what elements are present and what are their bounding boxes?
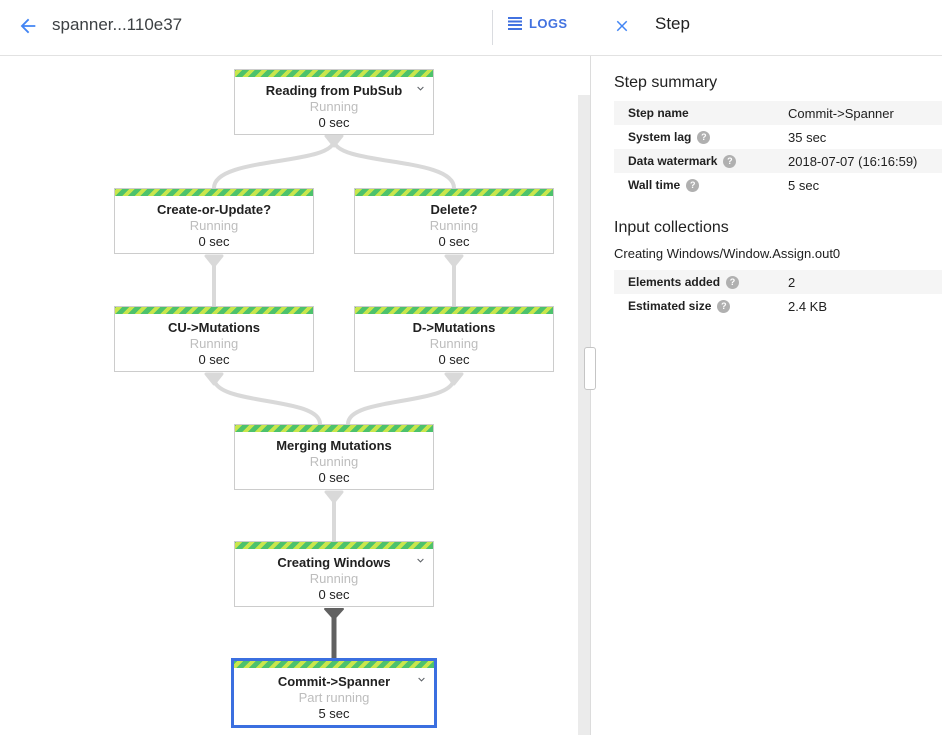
running-stripe-bar [355,189,553,196]
graph-edges [204,134,464,658]
chevron-down-icon[interactable] [414,82,427,100]
help-icon[interactable] [697,130,711,144]
logs-button-label: LOGS [529,16,568,31]
back-button[interactable] [14,14,42,42]
row-label: Estimated size [628,299,788,313]
node-status: Running [429,336,479,351]
running-stripe-bar [235,70,433,77]
table-row: Elements added 2 [614,270,942,294]
table-row: Data watermark 2018-07-07 (16:16:59) [614,149,942,173]
node-status: Part running [298,690,370,705]
panel-resize-handle[interactable] [584,347,596,390]
graph-vertical-scrollbar[interactable] [578,95,590,735]
graph-node-cu-mutations[interactable]: CU->Mutations Running 0 sec [114,306,314,372]
running-stripe-bar [234,661,434,668]
running-stripe-bar [355,307,553,314]
step-summary-heading: Step summary [614,74,718,91]
node-time: 0 sec [198,234,230,249]
table-row: Wall time 5 sec [614,173,942,197]
node-status: Running [309,99,359,114]
table-row: Estimated size 2.4 KB [614,294,942,318]
help-icon[interactable] [723,154,737,168]
node-title: Commit->Spanner [277,674,391,689]
step-panel-title: Step [655,14,690,33]
node-status: Running [189,336,239,351]
top-bar: spanner...110e37 LOGS Step [0,0,942,56]
job-title: spanner...110e37 [52,15,183,34]
help-icon[interactable] [726,275,740,289]
graph-node-merging-mutations[interactable]: Merging Mutations Running 0 sec [234,424,434,490]
running-stripe-bar [115,189,313,196]
row-value: Commit->Spanner [788,105,894,121]
row-value: 5 sec [788,177,820,193]
row-value: 2.4 KB [788,298,828,314]
graph-node-create-or-update[interactable]: Create-or-Update? Running 0 sec [114,188,314,254]
close-step-panel-button[interactable] [609,15,635,41]
graph-node-reading-from-pubsub[interactable]: Reading from PubSub Running 0 sec [234,69,434,135]
node-title: Reading from PubSub [265,83,403,98]
graph-node-d-mutations[interactable]: D->Mutations Running 0 sec [354,306,554,372]
step-summary-table: Step name Commit->Spanner System lag 35 … [614,101,942,197]
node-time: 0 sec [318,587,350,602]
node-time: 0 sec [198,352,230,367]
node-title: Create-or-Update? [156,202,272,217]
node-title: Creating Windows [277,555,391,570]
running-stripe-bar [235,542,433,549]
node-time: 5 sec [318,706,350,721]
node-time: 0 sec [438,234,470,249]
node-status: Running [309,454,359,469]
table-row: System lag 35 sec [614,125,942,149]
row-label: Data watermark [628,154,788,168]
input-collection-name: Creating Windows/Window.Assign.out0 [614,246,841,261]
logs-button[interactable]: LOGS [508,16,567,31]
topbar-divider [492,10,493,45]
step-details-panel: Step summary Step name Commit->Spanner S… [591,56,942,735]
arrow-left-icon [17,15,39,42]
row-label: Step name [628,106,689,120]
row-label: Elements added [628,275,788,289]
node-title: Delete? [430,202,478,217]
chevron-down-icon[interactable] [415,673,428,691]
row-label: System lag [628,130,788,144]
node-title: D->Mutations [412,320,496,335]
node-time: 0 sec [318,115,350,130]
row-value: 2 [788,274,796,290]
graph-node-creating-windows[interactable]: Creating Windows Running 0 sec [234,541,434,607]
node-time: 0 sec [318,470,350,485]
node-status: Running [189,218,239,233]
node-status: Running [429,218,479,233]
row-value: 35 sec [788,129,827,145]
graph-node-delete[interactable]: Delete? Running 0 sec [354,188,554,254]
row-label: Wall time [628,178,788,192]
row-value: 2018-07-07 (16:16:59) [788,153,918,169]
running-stripe-bar [235,425,433,432]
close-icon [613,17,631,40]
input-collections-heading: Input collections [614,219,729,236]
logs-list-icon [508,17,522,30]
job-graph-canvas[interactable]: Reading from PubSub Running 0 sec Create… [0,56,590,735]
input-collections-table: Elements added 2 Estimated size 2.4 KB [614,270,942,318]
chevron-down-icon[interactable] [414,554,427,572]
node-title: CU->Mutations [167,320,261,335]
node-time: 0 sec [438,352,470,367]
graph-node-commit-spanner[interactable]: Commit->Spanner Part running 5 sec [231,658,437,728]
node-title: Merging Mutations [276,438,392,453]
help-icon[interactable] [686,178,700,192]
help-icon[interactable] [717,299,731,313]
running-stripe-bar [115,307,313,314]
table-row: Step name Commit->Spanner [614,101,942,125]
node-status: Running [309,571,359,586]
